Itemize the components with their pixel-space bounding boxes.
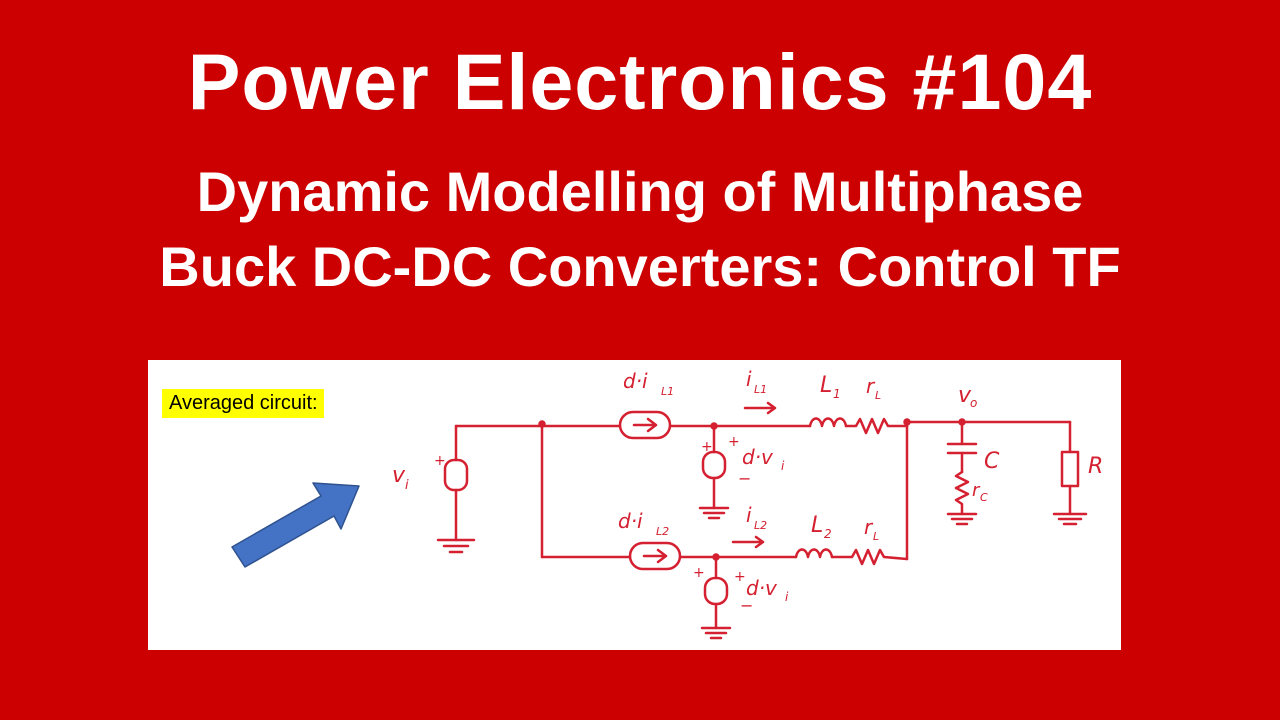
svg-text:v: v <box>392 463 406 488</box>
voltage-source-phase-2 <box>700 555 732 640</box>
plus-sign: + <box>434 453 446 469</box>
current-source-phase-1 <box>618 410 672 440</box>
label-il1: i L1 <box>746 367 767 396</box>
svg-text:1: 1 <box>833 387 841 401</box>
averaged-circuit-schematic: + + + − + + − v i d·i L1 i L1 L 1 <box>231 367 1103 640</box>
plus-sign: + <box>734 569 746 585</box>
label-src1: d·i L1 <box>623 369 674 398</box>
svg-text:i: i <box>781 459 785 473</box>
pointer-arrow-icon <box>231 482 360 568</box>
label-vo: v o <box>958 383 977 410</box>
load-resistor-r <box>1060 450 1080 488</box>
resistor-rc <box>954 470 970 516</box>
label-dv1: d·v i <box>742 445 785 473</box>
label-l2: L 2 <box>811 513 832 541</box>
svg-text:d·v: d·v <box>746 576 778 600</box>
svg-text:L2: L2 <box>656 525 669 538</box>
label-r: R <box>1088 454 1103 479</box>
label-dv2: d·v i <box>746 576 789 604</box>
input-voltage-source <box>436 424 476 554</box>
svg-text:i: i <box>746 367 752 391</box>
svg-text:d·i: d·i <box>618 509 643 533</box>
svg-text:L: L <box>811 513 823 538</box>
resistor-rl1 <box>844 417 909 435</box>
svg-text:i: i <box>785 590 789 604</box>
inductor-l1 <box>808 417 848 428</box>
plus-sign: + <box>701 439 713 455</box>
svg-text:d·v: d·v <box>742 445 774 469</box>
svg-text:i: i <box>746 503 752 527</box>
svg-text:L1: L1 <box>754 383 767 396</box>
svg-text:L2: L2 <box>754 519 767 532</box>
current-source-phase-2 <box>628 541 682 571</box>
label-c: C <box>984 449 1000 474</box>
svg-text:o: o <box>970 396 977 410</box>
svg-text:r: r <box>972 480 981 501</box>
current-arrow-il1 <box>743 401 777 415</box>
svg-text:v: v <box>958 383 972 408</box>
inductor-l2 <box>794 548 834 559</box>
video-subtitle-line-1: Dynamic Modelling of Multiphase <box>196 160 1084 223</box>
label-rl2: r L <box>864 515 879 543</box>
label-l1: L 1 <box>820 373 841 401</box>
video-subtitle-line-2: Buck DC-DC Converters: Control TF <box>159 235 1121 298</box>
svg-text:i: i <box>405 478 409 493</box>
voltage-source-phase-1 <box>698 424 730 520</box>
svg-text:r: r <box>866 374 876 398</box>
svg-text:L: L <box>820 373 832 398</box>
video-title: Power Electronics #104 <box>187 37 1093 126</box>
label-rc: r C <box>972 480 988 504</box>
label-src2: d·i L2 <box>618 509 669 538</box>
capacitor-c <box>946 418 978 474</box>
averaged-circuit-label: Averaged circuit: <box>162 389 324 418</box>
svg-text:d·i: d·i <box>623 369 648 393</box>
plus-sign: + <box>693 565 705 581</box>
label-vi: v i <box>392 463 409 493</box>
resistor-rl2 <box>830 548 909 566</box>
circuit-diagram-panel: Averaged circuit: <box>148 360 1121 650</box>
svg-text:C: C <box>980 491 988 504</box>
svg-text:L: L <box>873 530 879 543</box>
label-rl1: r L <box>866 374 881 402</box>
svg-text:L: L <box>875 389 881 402</box>
minus-sign: − <box>740 596 753 615</box>
plus-sign: + <box>728 434 740 450</box>
current-arrow-il2 <box>731 535 765 549</box>
svg-text:L1: L1 <box>661 385 674 398</box>
label-il2: i L2 <box>746 503 767 532</box>
minus-sign: − <box>738 469 751 488</box>
svg-text:r: r <box>864 515 874 539</box>
svg-text:2: 2 <box>824 527 832 541</box>
